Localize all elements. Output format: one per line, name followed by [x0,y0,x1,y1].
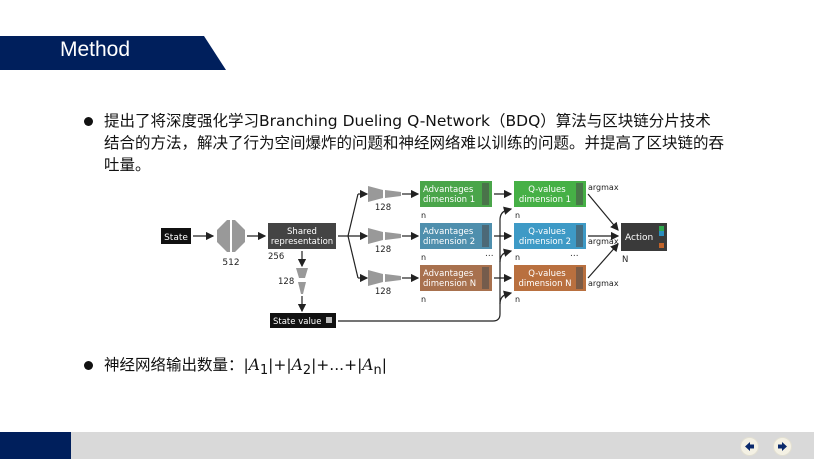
value-layer-top [296,268,308,278]
qvalues-box [514,223,586,249]
advantages-n: n [421,253,426,262]
advantages-label-2: dimension 1 [423,195,475,205]
arrow-to-action [587,193,619,231]
action-label: Action [625,233,653,243]
output-count-formula: |A1|+|A2|+...+|An| [243,356,387,379]
action-cell-n [659,243,664,248]
shared-label-2: representation [271,237,333,247]
bullet-output-count: 神经网络输出数量：|A1|+|A2|+...+|An| [84,354,484,382]
state-value-label: State value [273,317,321,327]
arrow-left-icon [745,442,754,451]
advantages-cells [482,183,489,205]
advantages-n: n [421,295,426,304]
advantages-label-1: Advantages [423,227,474,237]
branch-layer-label: 128 [375,287,391,297]
branch-layer-b [385,274,401,282]
qvalues-label-2: dimension 1 [519,195,571,205]
qvalues-cells [576,183,583,205]
action-cell-2 [659,231,664,236]
advantages-label-2: dimension 2 [423,237,475,247]
action-n-label: N [622,255,628,265]
bullet-description: 提出了将深度强化学习Branching Dueling Q-Network（BD… [84,110,724,176]
qvalues-box [514,265,586,291]
qvalues-label-1: Q-values [528,227,566,237]
bullet-dot [84,117,93,126]
slide-title: Method [60,38,131,61]
branch-layer-a [368,270,383,286]
qvalues-label-1: Q-values [528,269,566,279]
layer-512: 512 [217,220,245,268]
qvalues-box [514,181,586,207]
q-ellipsis: ... [570,249,579,259]
branch-layer-b [385,232,401,240]
shared-label-1: Shared [287,227,317,237]
title-banner-shape [0,36,226,70]
state-value-line [338,220,501,322]
branch-layer-a [368,228,383,244]
state-value-node: State value [270,313,336,328]
state-label: State [164,233,188,243]
branch-layer-b [385,190,401,198]
advantages-box [420,181,492,207]
advantages-cells [482,225,489,247]
advantages-label-1: Advantages [423,185,474,195]
shared-representation-node: Shared representation [268,223,336,249]
value-merge-arrow [499,206,513,221]
qvalues-cells [576,267,583,289]
fan-branch-3 [347,235,359,279]
value-merge-arrow [499,290,513,305]
qvalues-label-2: dimension N [518,279,571,289]
adv-ellipsis: ... [485,249,494,259]
next-slide-button[interactable] [773,437,792,456]
layer-256-label: 256 [268,252,284,262]
advantages-label-2: dimension N [423,279,476,289]
action-cell-1 [659,226,664,231]
title-banner [0,36,226,70]
bullet-dot [84,361,93,370]
footer-bar [0,432,814,459]
prev-slide-button[interactable] [740,437,759,456]
bullet-text: 提出了将深度强化学习Branching Dueling Q-Network（BD… [104,112,725,174]
layer-128-value-label: 128 [278,277,294,287]
argmax-label: argmax [588,237,619,246]
argmax-label: argmax [588,183,619,192]
advantages-box [420,223,492,249]
action-node: Action [621,223,667,251]
branch-layer-label: 128 [375,203,391,213]
output-count-label: 神经网络输出数量： [104,356,244,374]
branch-layer-label: 128 [375,245,391,255]
qvalues-n: n [515,211,520,220]
fan-branch-1 [338,193,359,237]
value-merge-arrow [499,248,513,263]
advantages-n: n [421,211,426,220]
layer-512-label: 512 [222,258,239,268]
value-layer-bottom [298,282,306,294]
qvalues-cells [576,225,583,247]
bdq-architecture-diagram: State 512 Shared representation 256 128 … [161,181,667,328]
arrow-to-action [587,243,619,279]
qvalues-label-1: Q-values [528,185,566,195]
footer-accent [0,432,71,459]
state-node: State [161,228,191,244]
advantages-box [420,265,492,291]
qvalues-label-2: dimension 2 [519,237,571,247]
arrow-right-icon [778,442,787,451]
state-value-cell [326,317,332,323]
advantages-cells [482,267,489,289]
advantages-label-1: Advantages [423,269,474,279]
argmax-label: argmax [588,279,619,288]
branch-layer-a [368,186,383,202]
qvalues-n: n [515,295,520,304]
qvalues-n: n [515,253,520,262]
